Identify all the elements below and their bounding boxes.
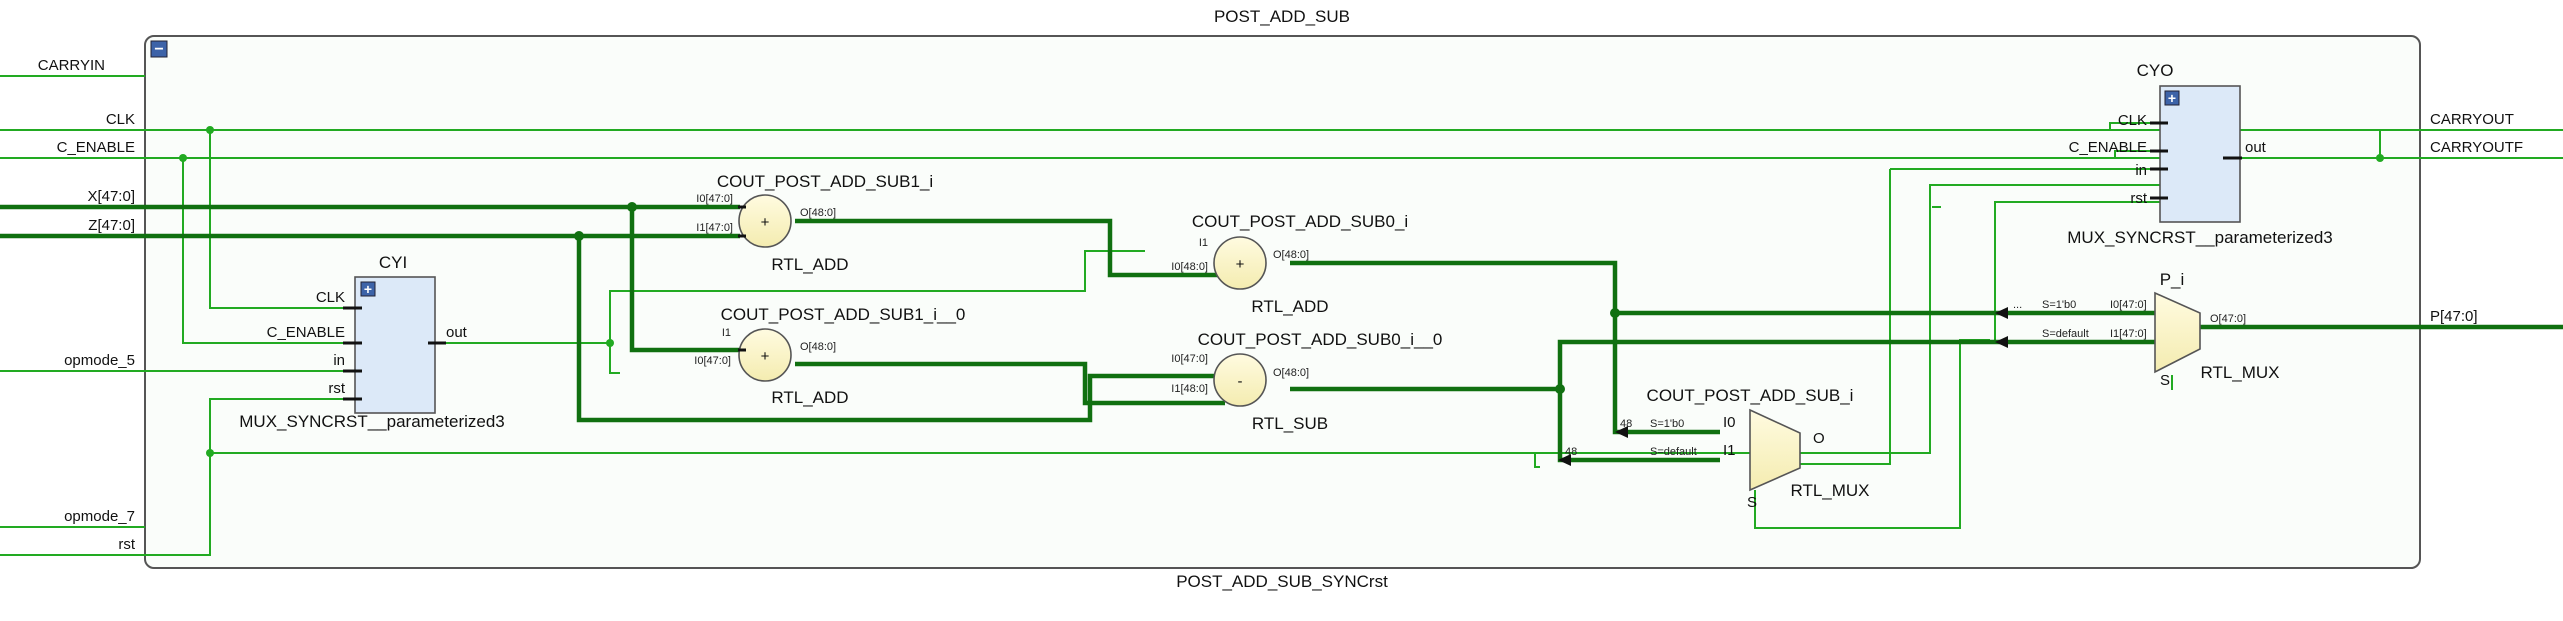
mux1-sel0: S=1'b0 [1650,418,1684,430]
mux1-type: RTL_MUX [1790,481,1869,500]
mux1-cell[interactable]: COUT_POST_ADD_SUB_i 48 48 S=1'b0 S=defau… [1558,386,1870,511]
port-z: Z[47:0] [88,217,135,234]
port-opmode-5: opmode_5 [64,352,135,369]
add3-in1: I0[48:0] [1171,261,1208,273]
sub1-type: RTL_SUB [1252,414,1328,433]
cyi-name: CYI [379,253,407,272]
mux1-in1: I1 [1723,442,1736,459]
add2-op: + [761,348,770,365]
mux2-out: O[47:0] [2210,313,2246,325]
port-c-enable: C_ENABLE [57,139,135,156]
sub1-out: O[48:0] [1273,367,1309,379]
input-ports: CARRYIN CLK C_ENABLE X[47:0] Z[47:0] opm… [38,57,136,553]
mux1-width0: 48 [1620,418,1632,430]
cyi-pin-c-enable: C_ENABLE [267,324,345,341]
mux2-ellipsis: ... [2013,299,2022,311]
expand-icon: + [364,281,372,297]
mux2-cell[interactable]: P_i ... S=1'b0 S=default I0[47:0] I1[47:… [1995,270,2280,389]
cyi-expand-button[interactable] [360,281,376,297]
port-carryoutf: CARRYOUTF [2430,139,2523,156]
sub1-name: COUT_POST_ADD_SUB0_i__0 [1198,330,1443,349]
port-carryout: CARRYOUT [2430,111,2514,128]
add1-in1: I1[47:0] [696,222,733,234]
mux2-sel1: S=default [2042,328,2089,340]
cyi-pin-rst: rst [328,380,345,397]
port-rst: rst [118,536,135,553]
frame-subtitle: POST_ADD_SUB_SYNCrst [1176,572,1388,591]
sub1-in1: I1[48:0] [1171,383,1208,395]
add1-type: RTL_ADD [771,255,848,274]
control-wires [0,75,2420,556]
sub1-cell[interactable]: COUT_POST_ADD_SUB0_i__0 - I0[47:0] I1[48… [1171,330,1442,433]
mux2-name: P_i [2160,270,2185,289]
mux1-in0: I0 [1723,414,1736,431]
add2-out: O[48:0] [800,341,836,353]
mux2-type: RTL_MUX [2200,363,2279,382]
add3-in0: I1 [1199,237,1208,249]
add2-name: COUT_POST_ADD_SUB1_i__0 [721,305,966,324]
mux1-width1: 48 [1565,446,1577,458]
cyo-pin-out: out [2245,139,2267,156]
expand-icon: + [2168,90,2176,106]
mux2-sel: S [2160,372,2170,389]
cyi-pin-clk: CLK [316,289,345,306]
cyi-block[interactable]: CYI + CLK C_ENABLE in rst out MUX_SYNCRS… [239,253,505,431]
post-add-sub-frame[interactable] [144,35,2421,569]
frame-title: POST_ADD_SUB [1214,7,1350,26]
cyo-type: MUX_SYNCRST__parameterized3 [2067,228,2333,247]
port-opmode-7: opmode_7 [64,508,135,525]
cyo-pin-c-enable: C_ENABLE [2069,139,2147,156]
mux1-sel1: S=default [1650,446,1697,458]
add3-op: + [1236,256,1245,273]
mux2-sel0: S=1'b0 [2042,299,2076,311]
add1-cell[interactable]: COUT_POST_ADD_SUB1_i + I0[47:0] I1[47:0]… [696,172,933,274]
sub1-op: - [1238,373,1243,390]
cyo-pin-rst: rst [2130,190,2147,207]
add2-cell[interactable]: COUT_POST_ADD_SUB1_i__0 + I1 I0[47:0] O[… [694,305,965,407]
mux1-name: COUT_POST_ADD_SUB_i [1647,386,1854,405]
cyi-type: MUX_SYNCRST__parameterized3 [239,412,505,431]
cyi-pin-in: in [333,352,345,369]
frame-collapse-button[interactable]: − [150,40,168,58]
add2-in0: I1 [722,327,731,339]
mux1-out: O [1813,430,1825,447]
add3-name: COUT_POST_ADD_SUB0_i [1192,212,1408,231]
sub1-in0: I0[47:0] [1171,353,1208,365]
add1-out: O[48:0] [800,207,836,219]
add3-cell[interactable]: COUT_POST_ADD_SUB0_i + I1 I0[48:0] O[48:… [1171,212,1408,316]
add3-out: O[48:0] [1273,249,1309,261]
add3-type: RTL_ADD [1251,297,1328,316]
cyo-pin-in: in [2135,162,2147,179]
collapse-icon: − [154,41,163,58]
output-ports: CARRYOUT CARRYOUTF P[47:0] [2430,111,2523,325]
add2-in1: I0[47:0] [694,355,731,367]
add2-type: RTL_ADD [771,388,848,407]
port-carryin: CARRYIN [38,57,105,74]
port-p: P[47:0] [2430,308,2478,325]
port-clk: CLK [106,111,135,128]
cyo-expand-button[interactable] [2164,90,2180,106]
cyo-name: CYO [2137,61,2174,80]
add1-in0: I0[47:0] [696,193,733,205]
cyi-pin-out: out [446,324,468,341]
cyo-pin-clk: CLK [2118,112,2147,129]
mux1-sel: S [1747,494,1757,511]
port-x: X[47:0] [87,188,135,205]
cyo-block[interactable]: CYO + CLK C_ENABLE in rst out MUX_SYNCRS… [2067,61,2333,247]
mux2-in1: I1[47:0] [2110,328,2147,340]
add1-op: + [761,214,770,231]
add1-name: COUT_POST_ADD_SUB1_i [717,172,933,191]
mux2-in0: I0[47:0] [2110,299,2147,311]
